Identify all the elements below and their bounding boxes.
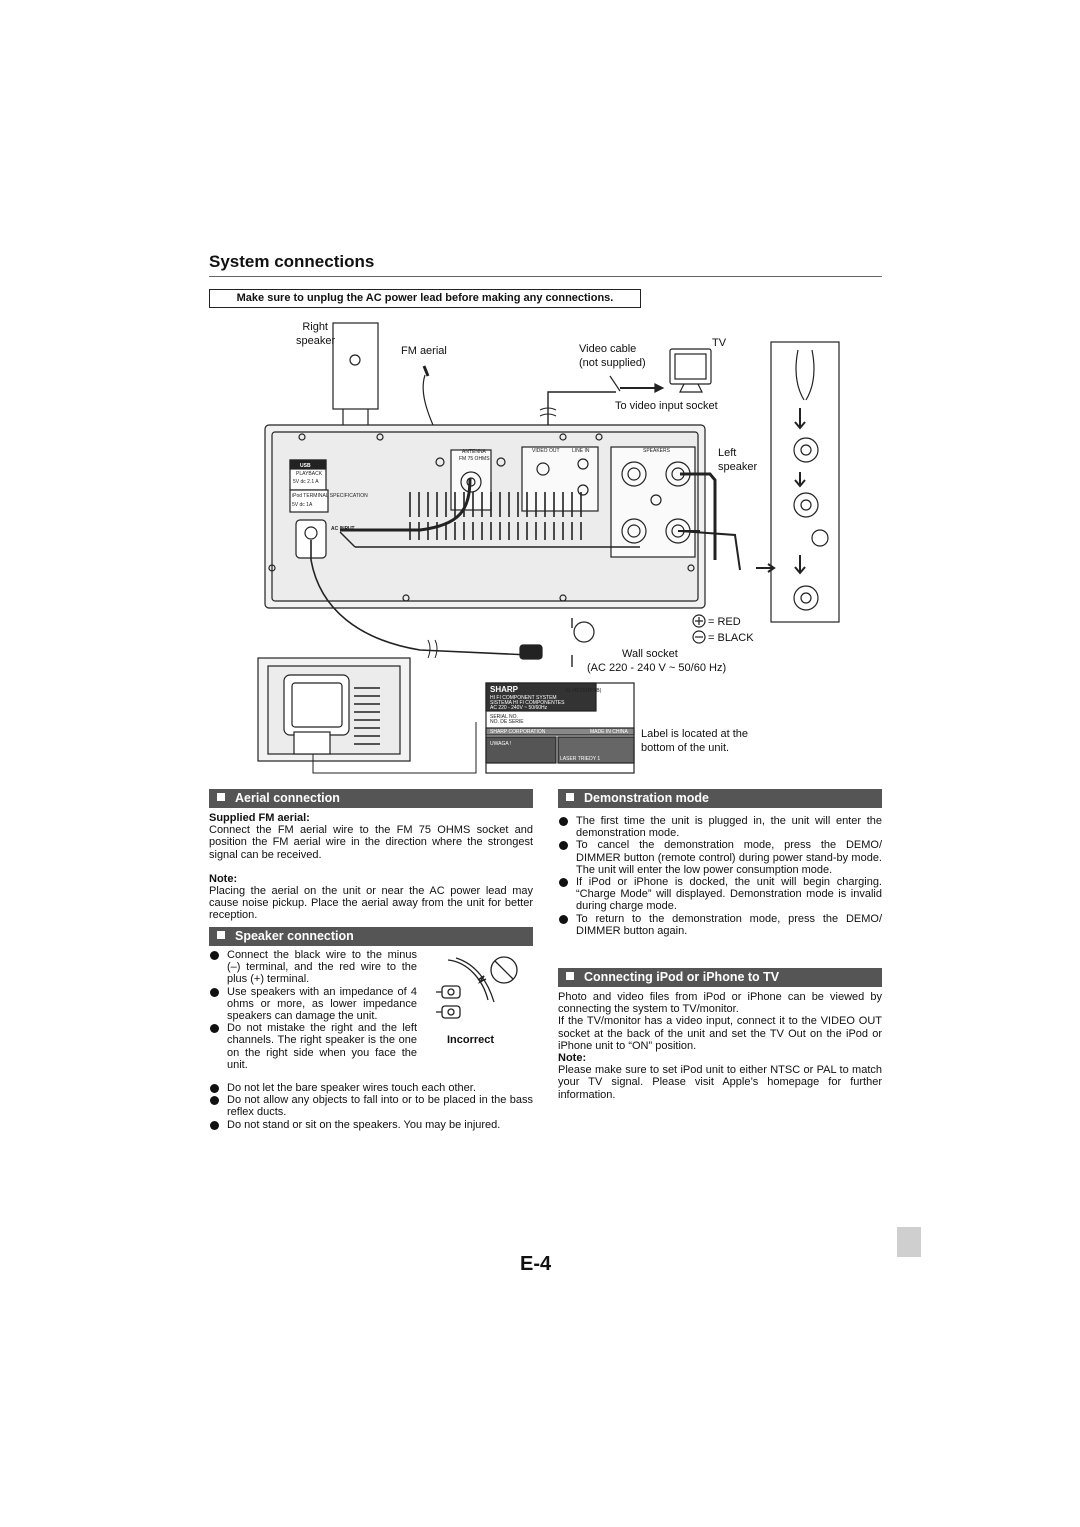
tv-icon (669, 348, 712, 393)
list-item: Do not mistake the right and the left ch… (209, 1022, 417, 1071)
svg-text:HI FI COMPONENT SYSTEM: HI FI COMPONENT SYSTEM (490, 695, 557, 701)
svg-text:AC 220 - 240V ~ 50/60Hz: AC 220 - 240V ~ 50/60Hz (490, 705, 548, 711)
page-number: E-4 (520, 1253, 552, 1275)
list-item: If iPod or iPhone is docked, the unit wi… (558, 876, 882, 913)
right-speaker-icon (332, 322, 379, 410)
svg-text:MADE IN CHINA: MADE IN CHINA (590, 729, 628, 735)
right-speaker-label: Right speaker (296, 321, 336, 347)
svg-text:5V dc 2.1 A: 5V dc 2.1 A (293, 479, 319, 485)
left-speaker-icon (770, 341, 840, 623)
aerial-note-label: Note: (209, 872, 238, 885)
aerial-note: Placing the aerial on the unit or near t… (209, 885, 533, 922)
aerial-text: Connect the FM aerial wire to the FM 75 … (209, 824, 533, 861)
svg-text:SPEAKERS: SPEAKERS (643, 448, 671, 454)
video-cable-label: Video cable (579, 343, 637, 355)
svg-text:XL-HF151PH(B): XL-HF151PH(B) (565, 688, 602, 694)
page-title: System connections (209, 252, 375, 271)
list-item: Connect the black wire to the minus (–) … (209, 949, 417, 986)
svg-text:SHARP CORPORATION: SHARP CORPORATION (490, 729, 546, 735)
not-supplied-label: (not supplied) (579, 357, 646, 369)
incorrect-label: Incorrect (447, 1034, 495, 1046)
aerial-subheading: Supplied FM aerial: (209, 812, 310, 824)
list-item: Do not stand or sit on the speakers. You… (209, 1119, 533, 1131)
incorrect-wiring-illustration (436, 956, 518, 1019)
svg-text:PLAYBACK: PLAYBACK (296, 471, 323, 477)
svg-text:SISTEMA HI FI COMPONENTES: SISTEMA HI FI COMPONENTES (490, 700, 565, 706)
prohibited-icon (490, 956, 518, 984)
black-label: = BLACK (708, 632, 754, 644)
warning-box: Make sure to unplug the AC power lead be… (209, 289, 641, 308)
usb-label: USB (300, 463, 311, 469)
ipod-tv-note: Please make sure to set iPod unit to eit… (558, 1064, 882, 1101)
speaker-list-narrow: Connect the black wire to the minus (–) … (209, 949, 417, 1071)
svg-text:SHARP: SHARP (490, 685, 519, 694)
svg-text:SERIAL NO.: SERIAL NO. (490, 714, 518, 720)
red-label: = RED (708, 616, 741, 628)
aerial-heading: Aerial connection (209, 789, 533, 808)
svg-text:iPod TERMINAL SPECIFICATION: iPod TERMINAL SPECIFICATION (292, 493, 368, 499)
svg-text:LINE IN: LINE IN (572, 448, 590, 454)
unit-back-panel (264, 424, 706, 609)
rating-label (485, 682, 635, 774)
ipod-tv-paragraph-1: Photo and video files from iPod or iPhon… (558, 991, 882, 1016)
svg-text:AC INPUT: AC INPUT (331, 526, 355, 532)
side-tab-marker (897, 1227, 921, 1257)
svg-text:UWAGA !: UWAGA ! (490, 741, 511, 747)
left-speaker-label: Left speaker (718, 447, 758, 473)
fm-aerial-label: FM aerial (401, 345, 447, 357)
svg-text:FM 75 OHMS: FM 75 OHMS (459, 456, 490, 462)
ipod-tv-note-label: Note: (558, 1052, 587, 1065)
svg-text:ANTENNA: ANTENNA (462, 449, 487, 455)
list-item: To return to the demonstration mode, pre… (558, 913, 882, 937)
demo-list: The first time the unit is plugged in, t… (558, 815, 882, 937)
svg-text:LASER TRIEDY 1: LASER TRIEDY 1 (560, 756, 600, 762)
ipod-tv-paragraph-2: If the TV/monitor has a video input, con… (558, 1015, 882, 1052)
ac-spec-label: (AC 220 - 240 V ~ 50/60 Hz) (587, 662, 727, 674)
list-item: Do not allow any objects to fall into or… (209, 1094, 533, 1118)
connection-diagram: USB PLAYBACK 5V dc 2.1 A iPod TERMINAL S… (257, 322, 840, 774)
video-input-label: To video input socket (615, 400, 718, 412)
demo-heading: Demonstration mode (558, 789, 882, 808)
list-item: Do not let the bare speaker wires touch … (209, 1082, 533, 1094)
svg-text:NO. DE SERIE: NO. DE SERIE (490, 719, 524, 725)
ipod-tv-heading: Connecting iPod or iPhone to TV (558, 968, 882, 987)
wall-socket-label: Wall socket (622, 648, 678, 660)
speaker-list-wide: Do not let the bare speaker wires touch … (209, 1082, 533, 1131)
tv-label: TV (712, 337, 727, 349)
list-item: Use speakers with an impedance of 4 ohms… (209, 986, 417, 1023)
speaker-heading: Speaker connection (209, 927, 533, 946)
unit-bottom-view (257, 657, 411, 762)
list-item: To cancel the demonstration mode, press … (558, 839, 882, 876)
title-divider (209, 276, 882, 277)
list-item: The first time the unit is plugged in, t… (558, 815, 882, 839)
svg-text:VIDEO OUT: VIDEO OUT (532, 448, 560, 454)
label-location-note: Label is located at the bottom of the un… (641, 728, 749, 754)
svg-text:5V dc 1A: 5V dc 1A (292, 502, 313, 508)
